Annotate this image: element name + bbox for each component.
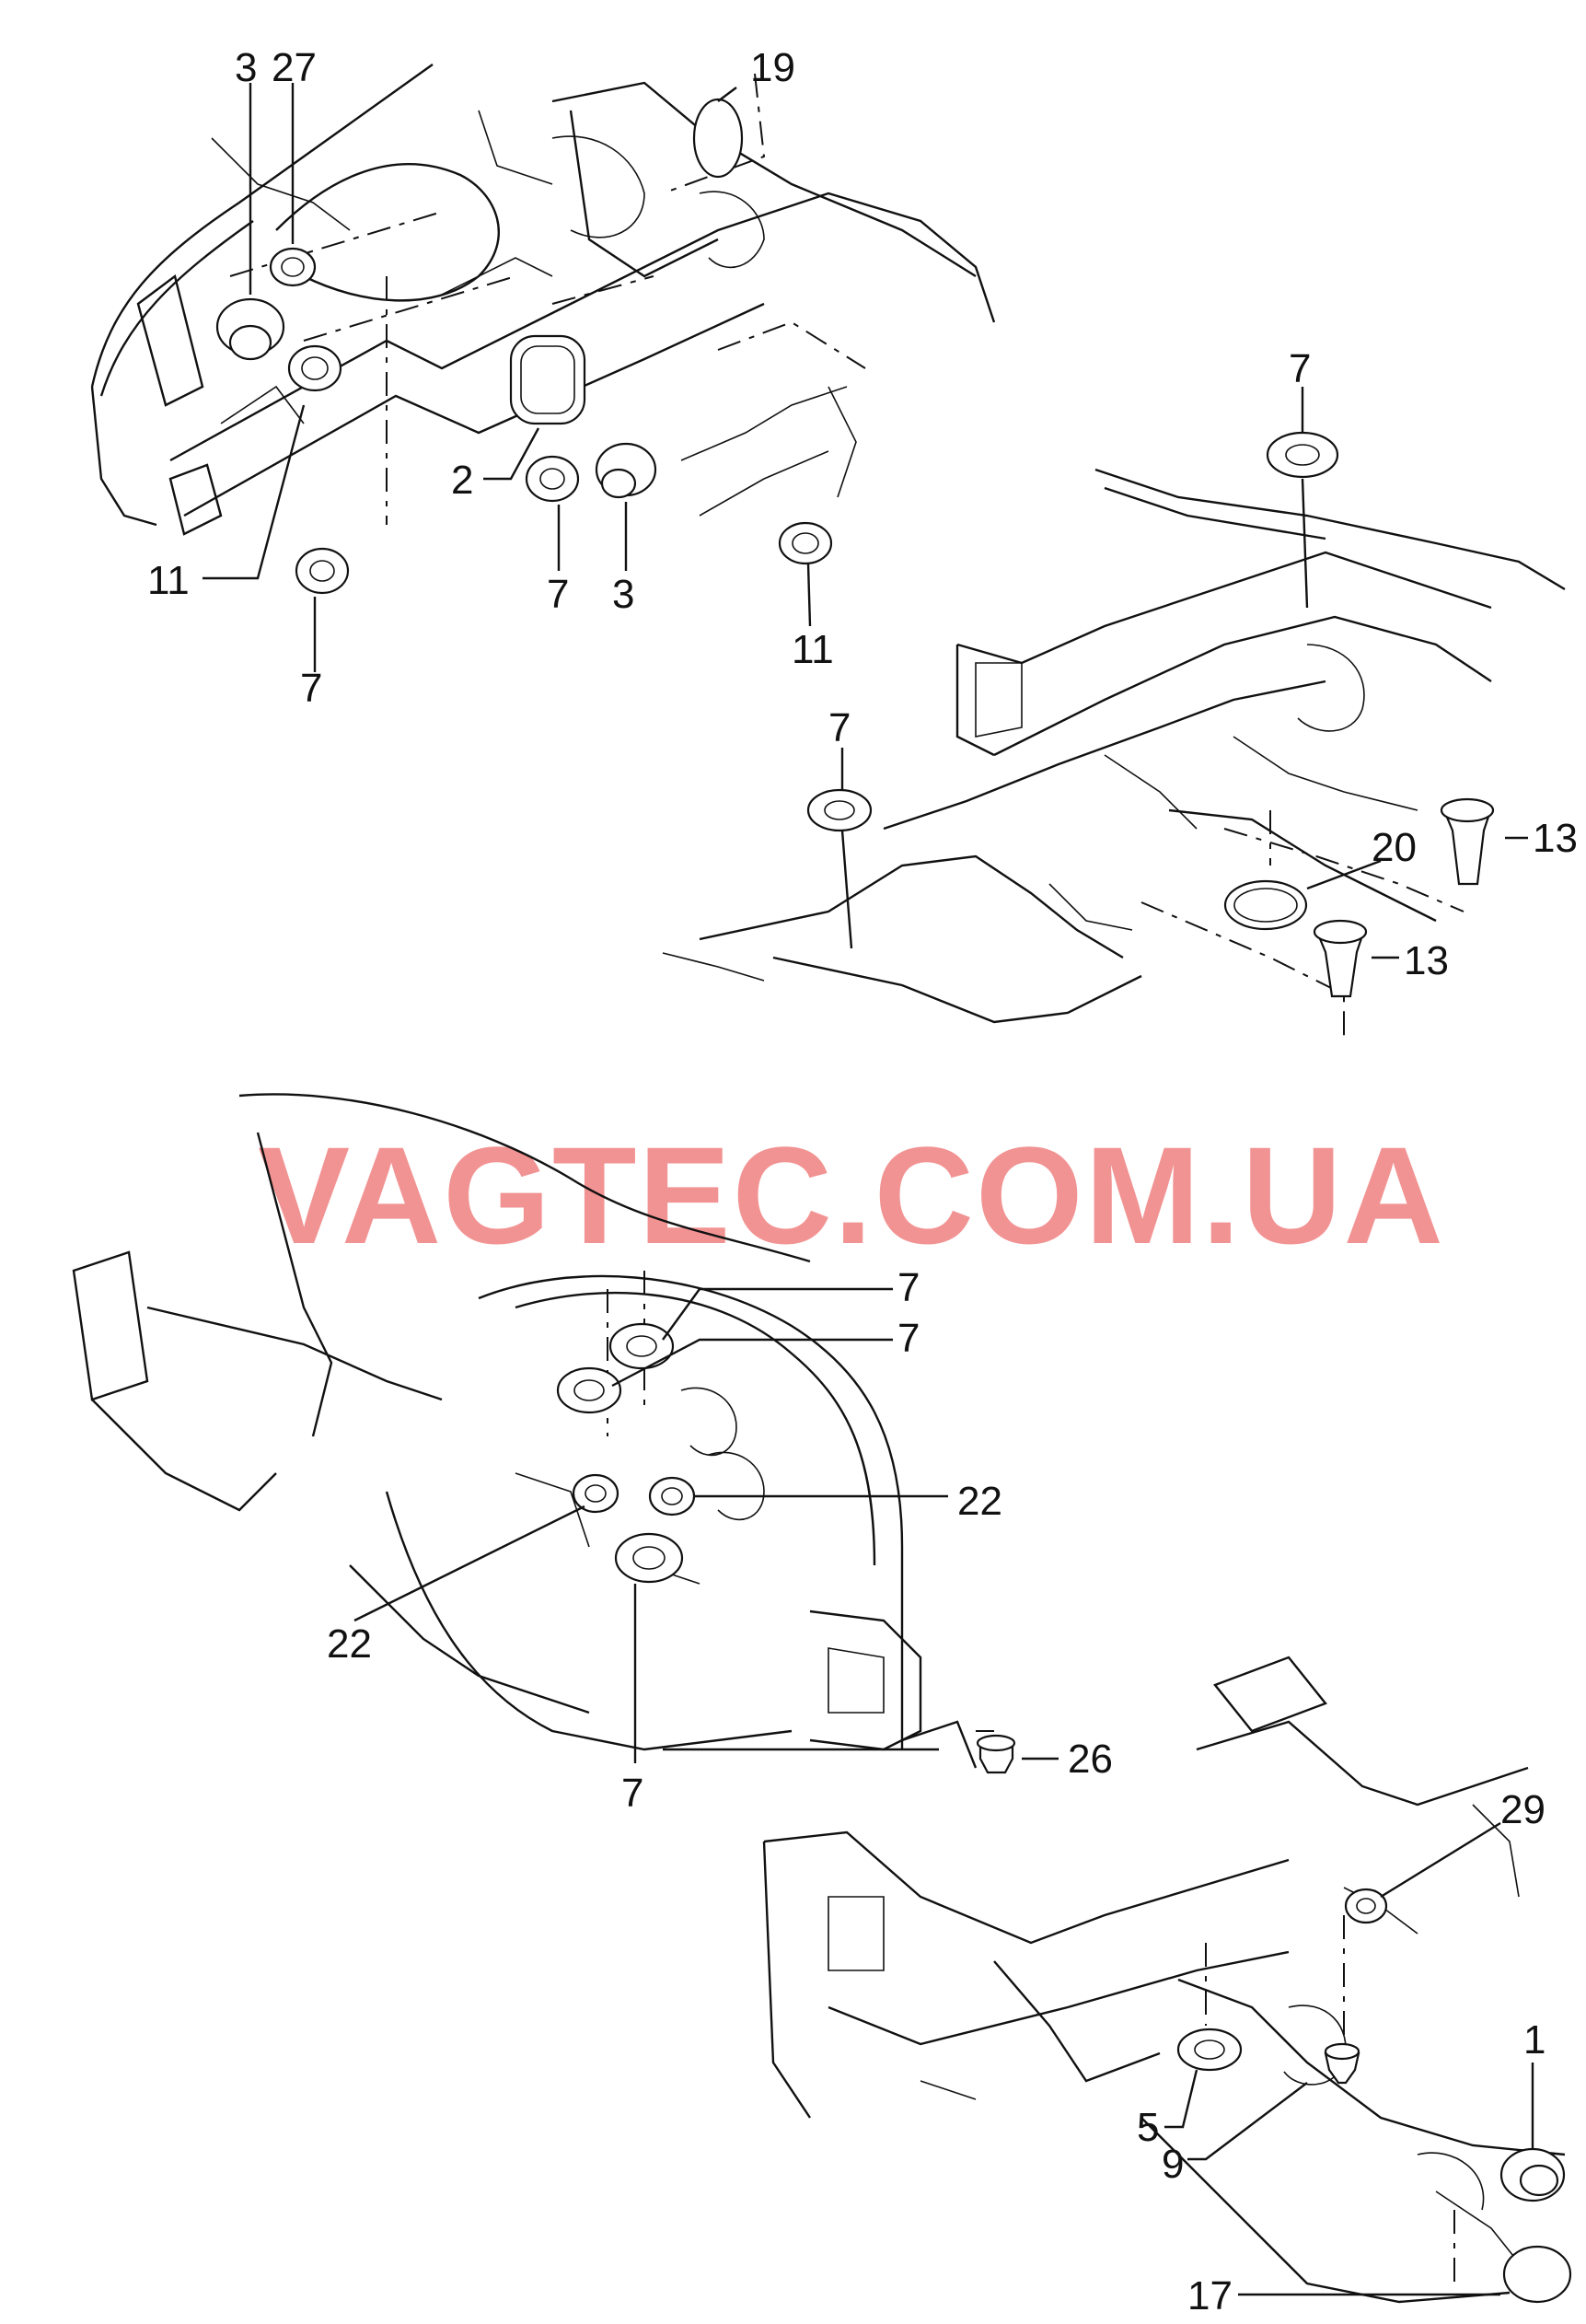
callout-9: 9 [1162,2142,1184,2187]
clip-9-icon [1324,2042,1360,2085]
watermark: VAGTEC.COM.UA [258,1118,1445,1272]
view-front-body: 3 27 19 2 7 3 11 7 11 [90,45,996,711]
callout-22: 22 [957,1479,1002,1524]
callout-7: 7 [897,1265,920,1310]
grommet-7-upper-b-icon [556,1366,622,1414]
plug-20-icon [1223,879,1308,931]
cap-17-icon [1502,2245,1572,2304]
callout-20: 20 [1372,825,1417,870]
callout-7: 7 [1289,346,1311,391]
callout-7: 7 [828,705,851,750]
clip-13-lower-icon [1313,919,1368,998]
callout-26: 26 [1068,1737,1113,1782]
callout-19: 19 [750,45,795,90]
grommet-22-right-icon [648,1476,696,1516]
plug-19-icon [692,98,744,179]
grommet-11-right-icon [778,521,833,565]
callout-7: 7 [300,666,322,711]
grommet-7-upper-a-icon [608,1322,675,1370]
grommet-7-top-right-icon [1266,431,1339,479]
clip-13-upper-icon [1440,797,1495,886]
clip-26-icon [976,1734,1016,1774]
callout-29: 29 [1500,1787,1545,1832]
callout-11: 11 [147,558,190,603]
view-front-subframe: 29 1 5 9 17 [762,1656,1572,2318]
callout-13: 13 [1533,816,1578,861]
callout-7: 7 [897,1316,920,1361]
grommet-7-lower-icon [614,1532,684,1584]
callout-1: 1 [1523,2017,1545,2063]
view-floor-tunnel: 7 7 20 13 13 [662,346,1578,1040]
callout-5: 5 [1137,2105,1159,2150]
grommet-7-mid-left-icon [806,788,873,832]
plug-1-icon [1499,2147,1566,2202]
gasket-2-icon [509,334,586,425]
grommet-27-icon [269,247,317,287]
callout-7: 7 [547,572,569,617]
callout-7: 7 [621,1771,643,1816]
view-wheel-arch: 7 7 22 22 7 26 [72,1093,1113,1816]
callout-17: 17 [1187,2273,1233,2318]
callout-11: 11 [792,627,834,672]
callout-2: 2 [451,458,473,503]
callout-3: 3 [235,45,257,90]
grommet-11-left-icon [287,344,342,392]
callout-22: 22 [327,1621,372,1667]
grommet-29-icon [1344,1888,1388,1924]
grommet-5-icon [1176,2028,1243,2072]
callout-27: 27 [272,45,317,90]
grommet-7-lower-left-icon [295,547,350,595]
callout-3: 3 [612,572,634,617]
plug-3-center-icon [595,442,657,499]
grommet-22-left-icon [572,1473,619,1514]
plug-3-left-icon [215,297,285,361]
callout-13: 13 [1404,938,1449,983]
grommet-7-top-icon [525,455,580,503]
